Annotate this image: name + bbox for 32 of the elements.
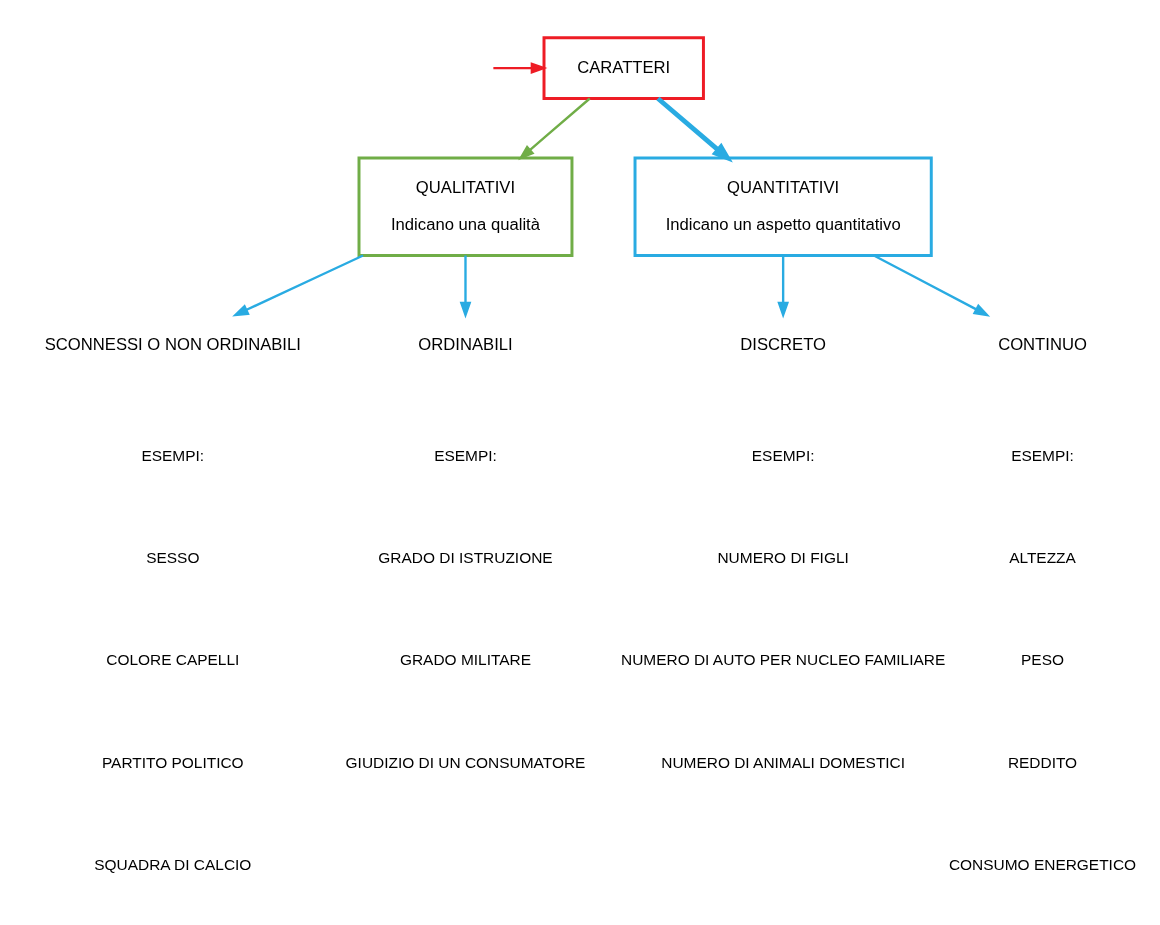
label: NUMERO DI AUTO PER NUCLEO FAMILIARE xyxy=(621,651,946,669)
label: PESO xyxy=(1021,651,1064,669)
label: REDDITO xyxy=(1007,753,1078,771)
arrow xyxy=(493,62,548,74)
label: ALTEZZA xyxy=(1009,548,1076,566)
label: ESEMPI: xyxy=(1011,446,1074,464)
label: GIUDIZIO DI UN CONSUMATORE xyxy=(345,753,586,771)
label: ESEMPI: xyxy=(141,446,205,464)
label: COLORE CAPELLI xyxy=(106,651,240,669)
label: ESEMPI: xyxy=(434,446,497,464)
label: NUMERO DI FIGLI xyxy=(717,548,849,566)
label: GRADO DI ISTRUZIONE xyxy=(378,548,553,566)
arrow xyxy=(873,254,991,317)
label: ESEMPI: xyxy=(751,446,815,464)
node-text: ORDINABILI xyxy=(418,334,513,354)
label: CONSUMO ENERGETICO xyxy=(948,855,1137,873)
arrow xyxy=(232,254,364,317)
label: SQUADRA DI CALCIO xyxy=(94,855,252,873)
arrow xyxy=(656,96,733,163)
node-box: QUALITATIVI Indicano una qualità xyxy=(357,156,574,257)
label: NUMERO DI ANIMALI DOMESTICI xyxy=(661,753,906,771)
label: PARTITO POLITICO xyxy=(101,753,244,771)
arrow xyxy=(459,255,472,319)
node-box: CARATTERI xyxy=(542,36,705,100)
node-text: CONTINUO xyxy=(998,334,1087,354)
arrow xyxy=(518,97,591,161)
node-text: DISCRETO xyxy=(740,334,826,354)
node-text: SCONNESSI O NON ORDINABILI xyxy=(44,334,301,354)
label: GRADO MILITARE xyxy=(399,651,532,669)
arrow xyxy=(777,255,789,319)
label: SESSO xyxy=(146,548,200,566)
node-box: QUANTITATIVI Indicano un aspetto quantitativo xyxy=(633,156,933,257)
